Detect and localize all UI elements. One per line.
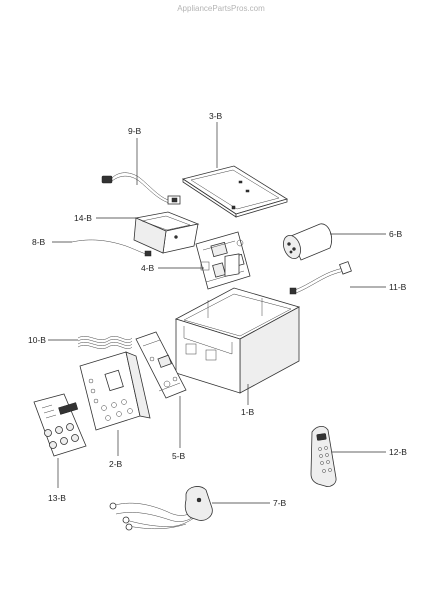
label-9-b: 9-B [128, 126, 142, 185]
label-10-b: 10-B [28, 335, 78, 345]
part-label-11: 11-B [389, 282, 407, 292]
label-12-b: 12-B [332, 447, 407, 457]
label-14-b: 14-B [74, 213, 137, 223]
part-label-2: 2-B [109, 459, 123, 469]
part-label-10: 10-B [28, 335, 46, 345]
part-4-main-pcb [195, 231, 251, 290]
label-11-b: 11-B [350, 282, 407, 292]
part-label-9: 9-B [128, 126, 142, 136]
part-3-cover-plate [182, 165, 288, 218]
part-label-14: 14-B [74, 213, 92, 223]
part-5-display-pcb [135, 331, 187, 399]
part-label-5: 5-B [172, 451, 186, 461]
part-label-12: 12-B [389, 447, 407, 457]
watermark: AppliancePartsPros.com [177, 4, 265, 13]
part-8-thermistor [71, 239, 152, 257]
label-2-b: 2-B [109, 430, 123, 469]
label-1-b: 1-B [241, 384, 255, 417]
part-label-6: 6-B [389, 229, 403, 239]
label-7-b: 7-B [212, 498, 287, 508]
label-13-b: 13-B [48, 458, 66, 503]
part-14-bracket [133, 211, 200, 254]
label-8-b: 8-B [32, 237, 72, 247]
label-3-b: 3-B [209, 111, 223, 168]
part-13-decal [33, 393, 87, 457]
part-label-13: 13-B [48, 493, 66, 503]
label-5-b: 5-B [172, 396, 186, 461]
part-1-chassis [174, 253, 301, 394]
label-4-b: 4-B [141, 263, 204, 273]
part-11-wire-connector [289, 261, 352, 295]
part-label-3: 3-B [209, 111, 223, 121]
part-label-7: 7-B [273, 498, 287, 508]
part-label-4: 4-B [141, 263, 155, 273]
label-6-b: 6-B [330, 229, 403, 239]
part-9-wire-harness [101, 172, 181, 205]
part-label-8: 8-B [32, 237, 46, 247]
part-12-remote-control [310, 426, 337, 487]
part-10-ribbon-cable [77, 336, 133, 349]
part-label-1: 1-B [241, 407, 255, 417]
part-2-control-panel [79, 351, 151, 431]
part-7-power-cord [109, 486, 213, 531]
part-6-capacitor [283, 223, 333, 261]
